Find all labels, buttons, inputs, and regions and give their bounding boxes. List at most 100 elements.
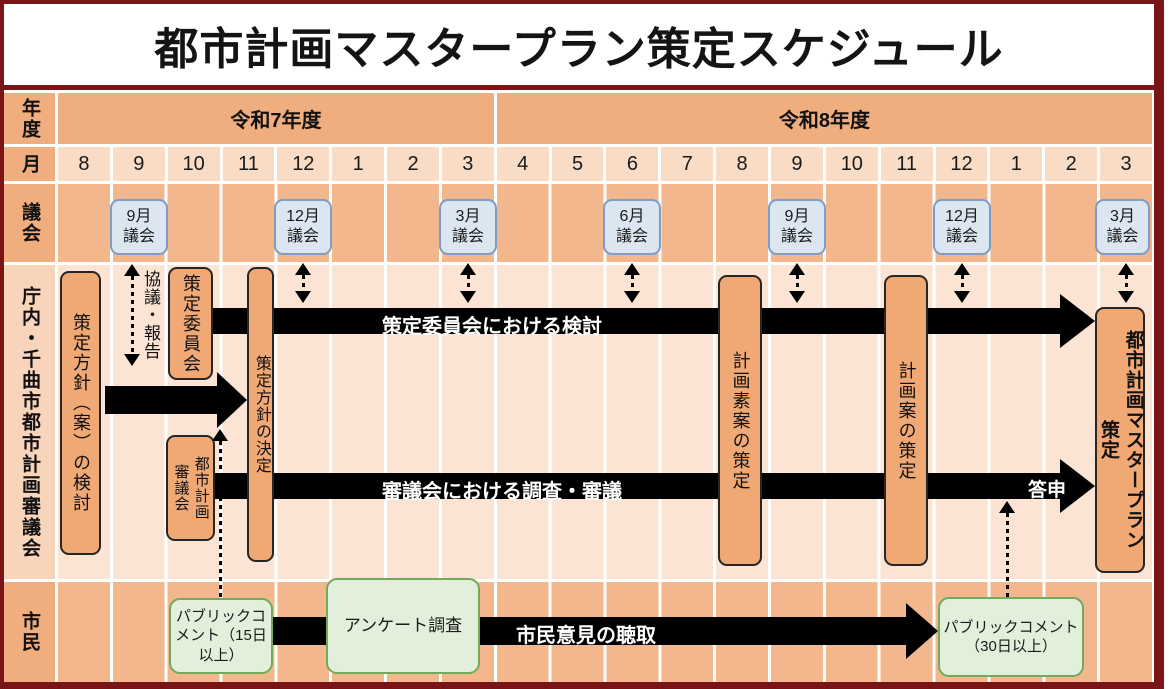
policy-flow-arrow-body — [105, 386, 217, 414]
row-label-citizen-text: 市民 — [19, 611, 40, 653]
process-box-text: 策定方針（案）の検討 — [70, 313, 91, 513]
consult-report-arrow — [121, 264, 143, 366]
frame-left — [0, 0, 4, 689]
row-label-year-text: 年度 — [19, 97, 40, 140]
month-cell: 2 — [1045, 147, 1098, 181]
assembly-session-box: 9月 議会 — [110, 199, 168, 255]
arrowhead-down-icon — [124, 354, 140, 366]
process-box-text: 策定委員会 — [180, 273, 201, 374]
consult-report-label: 協議・報告 — [141, 270, 160, 360]
session-month: 9月 — [784, 208, 810, 225]
month-cell: 7 — [661, 147, 714, 181]
month-cell: 5 — [551, 147, 604, 181]
month-cell: 6 — [606, 147, 659, 181]
arrowhead-up-icon — [954, 263, 970, 275]
dotted-line — [960, 275, 964, 291]
process-box-plan-proposal: 計画案の策定 — [884, 275, 928, 566]
public-comment-30-connector — [999, 501, 1015, 597]
page-title: 都市計画マスタープラン策定スケジュール — [154, 25, 1004, 74]
month-cell: 10 — [825, 147, 878, 181]
session-suffix: 議会 — [1106, 228, 1139, 245]
frame-bottom — [0, 682, 1164, 689]
month-cell: 1 — [990, 147, 1043, 181]
dotted-line — [1005, 513, 1009, 597]
month-cell: 3 — [441, 147, 494, 181]
citizen-opinion-label: 市民意見の聴取 — [516, 625, 656, 647]
title-divider — [4, 85, 1154, 90]
citizen-opinion-bar — [480, 617, 906, 645]
public-comment-15-box: パブリックコメント（15日以上） — [169, 598, 273, 674]
row-label-internal-text: 庁内・千曲市都市計画審議会 — [19, 285, 40, 559]
committee-review-arrowhead-icon — [1060, 294, 1095, 348]
process-box-committee: 策定委員会 — [168, 267, 213, 380]
survey-box: アンケート調査 — [326, 578, 480, 674]
session-suffix: 議会 — [451, 228, 484, 245]
arrowhead-down-icon — [1118, 291, 1134, 303]
committee-review-bar — [213, 308, 1060, 334]
row-label-assembly-text: 議会 — [19, 202, 40, 244]
process-box-policy-decision: 策定方針の決定 — [247, 267, 274, 562]
row-label-month: 月 — [4, 147, 55, 181]
reply-label: 答申 — [1028, 480, 1067, 501]
row-label-year: 年度 — [4, 93, 55, 144]
dotted-line — [130, 276, 134, 354]
frame-top — [0, 0, 1164, 4]
session-month: 3月 — [455, 208, 481, 225]
arrowhead-up-icon — [1118, 263, 1134, 275]
arrowhead-down-icon — [295, 291, 311, 303]
session-connector-arrow — [292, 263, 314, 303]
arrowhead-up-icon — [212, 429, 228, 441]
month-cell: 11 — [880, 147, 933, 181]
session-suffix: 議会 — [945, 228, 978, 245]
arrowhead-up-icon — [124, 264, 140, 276]
session-suffix: 議会 — [122, 228, 155, 245]
process-box-text: 計画案の策定 — [896, 360, 917, 481]
council-deliberation-label: 審議会における調査・審議 — [382, 481, 622, 503]
session-month: 12月 — [945, 208, 979, 225]
month-cell: 2 — [387, 147, 439, 181]
assembly-session-box: 3月 議会 — [439, 199, 497, 255]
session-connector-arrow — [786, 263, 808, 303]
assembly-session-box: 6月 議会 — [603, 199, 661, 255]
session-suffix: 議会 — [286, 228, 319, 245]
dotted-line — [466, 275, 470, 291]
public-comment-15-connector — [212, 429, 228, 597]
council-deliberation-bar — [215, 473, 1060, 499]
arrowhead-down-icon — [789, 291, 805, 303]
dotted-line — [218, 441, 222, 597]
final-plan-sub: 策定 — [1098, 419, 1119, 460]
arrowhead-up-icon — [295, 263, 311, 275]
arrowhead-down-icon — [460, 291, 476, 303]
month-cell: 8 — [716, 147, 769, 181]
process-box-plan-draft: 計画素案の策定 — [718, 275, 762, 566]
session-connector-arrow — [1115, 263, 1137, 303]
committee-review-label: 策定委員会における検討 — [382, 316, 602, 338]
row-label-month-text: 月 — [19, 153, 40, 175]
arrowhead-up-icon — [460, 263, 476, 275]
dotted-line — [301, 275, 305, 291]
session-connector-arrow — [621, 263, 643, 303]
session-month: 12月 — [286, 208, 320, 225]
assembly-session-box: 3月 議会 — [1095, 199, 1150, 255]
assembly-session-box: 12月 議会 — [274, 199, 332, 255]
dotted-line — [630, 275, 634, 291]
council-deliberation-arrowhead-icon — [1060, 459, 1095, 513]
process-box-council: 都市計画 審議会 — [166, 435, 215, 541]
fiscal-year-r8: 令和8年度 — [496, 93, 1152, 144]
month-cell: 1 — [332, 147, 385, 181]
session-suffix: 議会 — [615, 228, 648, 245]
month-cell: 3 — [1100, 147, 1152, 181]
arrowhead-down-icon — [954, 291, 970, 303]
session-suffix: 議会 — [780, 228, 813, 245]
dotted-line — [795, 275, 799, 291]
process-box-text: 都市計画 審議会 — [170, 439, 211, 537]
month-cell: 10 — [167, 147, 220, 181]
month-cell: 11 — [222, 147, 275, 181]
process-box-final-plan: 都市計画マスタープラン 策定 — [1095, 307, 1145, 573]
row-label-internal: 庁内・千曲市都市計画審議会 — [4, 265, 55, 579]
final-plan-main: 都市計画マスタープラン — [1122, 329, 1144, 550]
session-month: 3月 — [1110, 208, 1135, 225]
row-label-citizen: 市民 — [4, 582, 55, 682]
public-comment-30-box: パブリックコメント（30日以上） — [938, 597, 1084, 677]
